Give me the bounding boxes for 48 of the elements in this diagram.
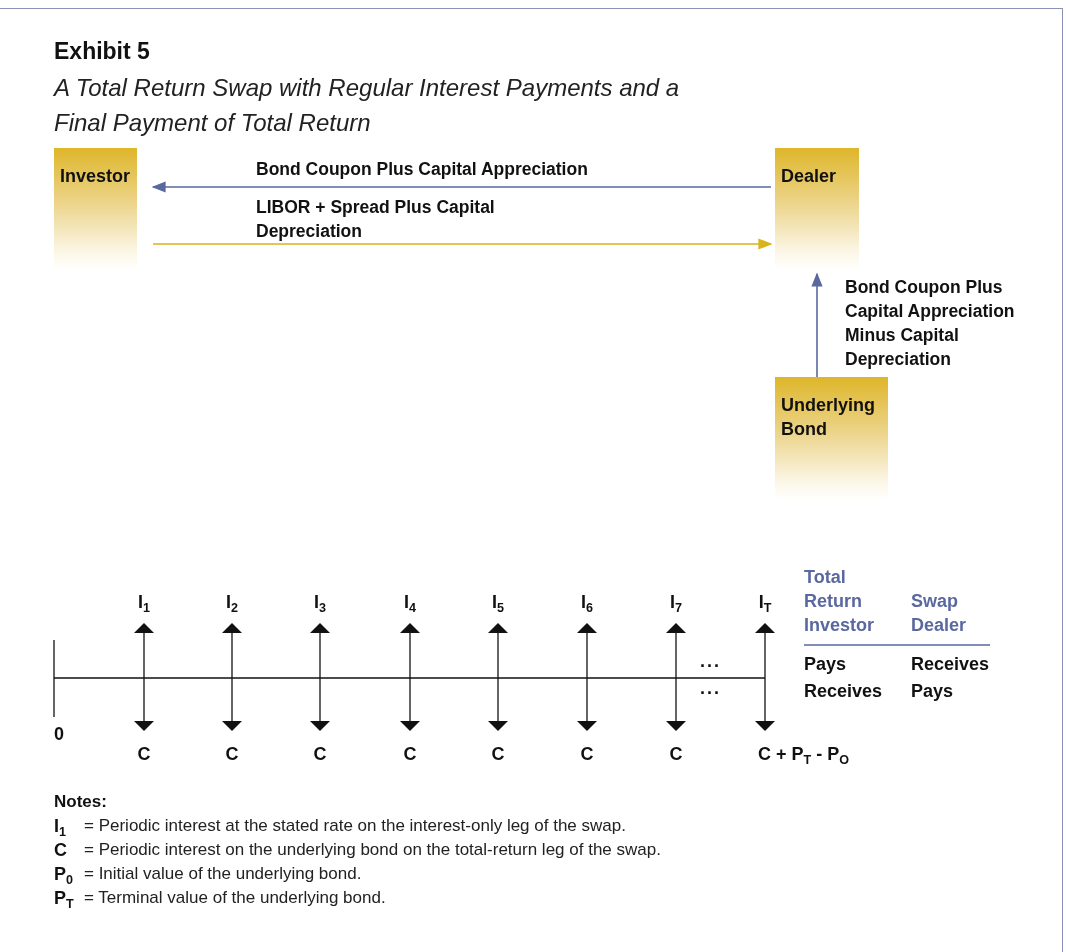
arrow — [151, 181, 772, 193]
timeline-label: C — [491, 743, 505, 766]
timeline-label: C + P$_{T}$ - P$_{O}$ — [758, 743, 850, 766]
box-label: Dealer — [781, 165, 838, 188]
note-text: = Periodic interest at the stated rate on the interest-only leg of the swap. — [84, 815, 626, 837]
ellipsis: ... — [700, 677, 721, 700]
timeline-label: I$_{6}$ — [581, 591, 593, 614]
note-text: = Terminal value of the underlying bond. — [84, 887, 386, 909]
note-symbol: I$_{1}$ — [54, 815, 67, 838]
notes-heading: Notes: — [54, 791, 107, 813]
timeline-label: C — [225, 743, 239, 766]
title: Exhibit 5 — [54, 38, 150, 65]
table-cell-text: Pays — [804, 653, 847, 676]
timeline-label: C — [313, 743, 327, 766]
timeline-label: C — [580, 743, 594, 766]
party-box — [54, 148, 137, 270]
column-header: Swap Dealer — [911, 590, 968, 637]
note-symbol: P$_{T}$ — [54, 887, 74, 910]
edge-label: LIBOR + Spread Plus Capital Depreciation — [256, 196, 496, 243]
box-label: Investor — [60, 165, 132, 188]
note-text: = Initial value of the underlying bond. — [84, 863, 362, 885]
column-header: Total Return Investor — [804, 566, 876, 637]
arrow — [152, 238, 773, 250]
bond-box — [775, 377, 888, 500]
note-symbol: C — [54, 839, 67, 862]
timeline-label: I$_{2}$ — [226, 591, 238, 614]
timeline-label: I$_{T}$ — [758, 591, 772, 614]
timeline-label: C — [137, 743, 151, 766]
timeline-label: I$_{7}$ — [670, 591, 682, 614]
party-box — [775, 148, 859, 270]
box-label: Underlying Bond — [781, 394, 876, 441]
subtitle: A Total Return Swap with Regular Interest Payments and a Final Payment of Total Return — [54, 73, 681, 138]
note-symbol: P$_{0}$ — [54, 863, 74, 886]
timeline-label: I$_{3}$ — [314, 591, 326, 614]
table-cell-text: Pays — [911, 680, 954, 703]
timeline-label: 0 — [54, 723, 64, 746]
timeline-label: I$_{1}$ — [138, 591, 150, 614]
edge-label: Bond Coupon Plus Capital Appreciation — [256, 158, 589, 181]
timeline-label: C — [403, 743, 417, 766]
timeline-label: I$_{4}$ — [404, 591, 416, 614]
timeline-label: C — [669, 743, 683, 766]
note-text: = Periodic interest on the underlying bond on the total-return leg of the swap. — [84, 839, 661, 861]
timeline-label: I$_{5}$ — [492, 591, 504, 614]
table-cell-text: Receives — [911, 653, 990, 676]
ellipsis: ... — [700, 650, 721, 673]
arrow — [811, 272, 823, 378]
edge-label: Bond Coupon Plus Capital Appreciation Minus Capital Depreciation — [845, 276, 1016, 371]
table-cell-text: Receives — [804, 680, 883, 703]
